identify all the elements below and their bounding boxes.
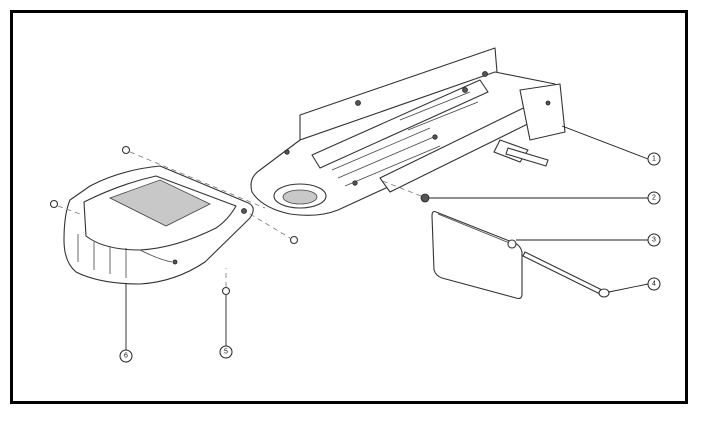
callout-1: 1 xyxy=(561,125,661,166)
callout-label-1: 1 xyxy=(652,156,656,163)
callout-label-5: 5 xyxy=(224,349,228,356)
part-nut xyxy=(420,193,430,203)
assembly-lines xyxy=(57,151,422,287)
part-screws xyxy=(49,145,299,296)
callout-label-4: 4 xyxy=(652,281,656,288)
callout-5: 5 xyxy=(219,295,233,359)
part-rod xyxy=(522,251,610,298)
callout-label-3: 3 xyxy=(652,237,656,244)
callout-6: 6 xyxy=(119,284,133,363)
part-main-frame xyxy=(250,47,566,216)
part-plate xyxy=(431,210,523,300)
part-front-cover xyxy=(63,165,254,285)
callout-2: 2 xyxy=(429,191,661,205)
callout-label-2: 2 xyxy=(652,195,656,202)
callout-3: 3 xyxy=(516,233,661,247)
callout-label-6: 6 xyxy=(124,353,128,360)
callout-4: 4 xyxy=(608,277,661,293)
